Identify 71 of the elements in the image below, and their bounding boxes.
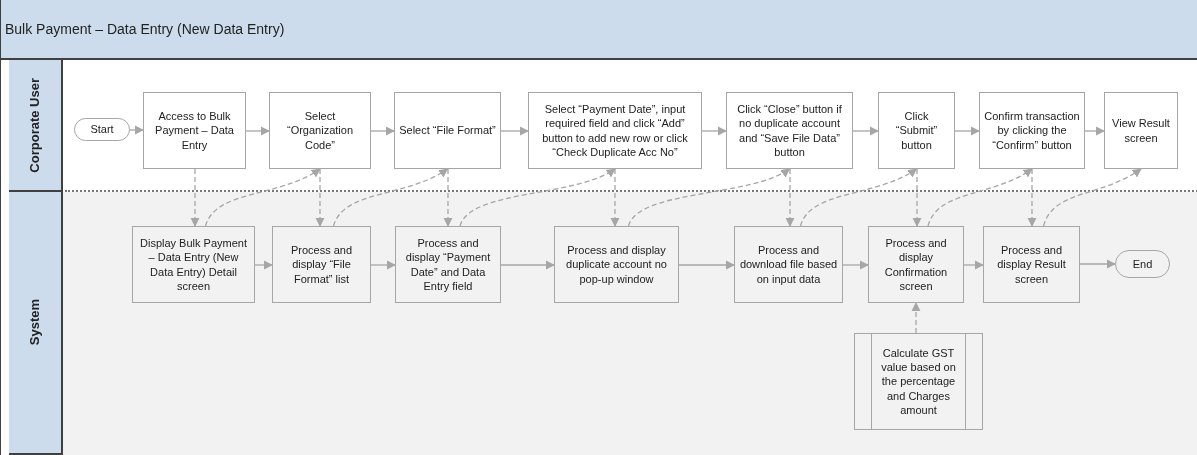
arrow: [954, 126, 980, 136]
step-text: Select “Payment Date”, input required field and click “Add” button to add new row or click “Check Duplicate Acc No”: [541, 101, 689, 160]
step-text: Process and display duplicate account no pop-up window: [565, 243, 668, 286]
step-text: Process and display Confirmation screen: [883, 235, 949, 294]
terminal-shape: [1115, 250, 1170, 278]
step-text: Bulk Payment – Data Entry (New Data Entry): [5, 19, 285, 39]
step-text: Corporate User: [26, 77, 44, 173]
arrow: [785, 168, 795, 227]
arrow: [204, 168, 321, 227]
step-text: Process and download file based on input data: [739, 243, 838, 286]
arrow: [370, 126, 395, 136]
step-text: End: [1132, 256, 1153, 272]
step-text: Select “Organization Code”: [285, 109, 354, 152]
process-box: [394, 92, 501, 169]
arrow: [852, 126, 879, 136]
step-text: Calculate GST value based on the percentage and Charges amount: [880, 345, 957, 418]
arrow: [254, 260, 273, 270]
arrow: [190, 168, 200, 227]
arrow: [500, 126, 529, 136]
arrow: [610, 168, 620, 227]
step-text: View Result screen: [1111, 116, 1171, 145]
arrow: [1042, 168, 1142, 227]
arrow: [701, 126, 727, 136]
process-box: [868, 226, 964, 303]
step-text: Click “Submit” button: [894, 109, 939, 152]
process-box: [554, 226, 679, 303]
process-box: [143, 92, 246, 169]
arrow: [1084, 126, 1105, 136]
arrow: [912, 168, 922, 227]
process-box: [269, 92, 371, 169]
arrow: [332, 168, 449, 227]
arrow: [129, 125, 144, 135]
arrow: [500, 260, 555, 270]
step-text: Select “File Format”: [399, 123, 496, 138]
arrow: [678, 260, 735, 270]
process-box: [979, 92, 1085, 169]
arrow: [245, 126, 270, 136]
process-box: [395, 226, 501, 303]
predefined-process-box: [854, 333, 983, 430]
step-text: Process and display “Payment Date” and Data Entry field: [404, 235, 492, 294]
step-text: Process and display “File Format” list: [289, 243, 354, 286]
process-box: [1104, 92, 1178, 169]
arrow: [963, 260, 984, 270]
step-text: System: [26, 299, 44, 346]
process-box: [272, 226, 371, 303]
swimlane: [9, 60, 1197, 192]
arrow: [1027, 168, 1037, 227]
process-box: [132, 226, 255, 303]
arrow: [459, 168, 616, 227]
terminal-shape: [74, 118, 130, 141]
step-text: Click “Close” button if no duplicate account and “Save File Data” button: [736, 101, 843, 160]
arrow: [1079, 259, 1116, 269]
arrow: [799, 168, 918, 227]
arrow: [627, 168, 791, 227]
process-box: [983, 226, 1080, 303]
process-box: [528, 92, 702, 169]
arrow: [911, 302, 921, 334]
arrow: [927, 168, 1033, 227]
arrow: [842, 260, 869, 270]
process-box: [734, 226, 843, 303]
step-text: Access to Bulk Payment – Data Entry: [154, 109, 235, 152]
swimlane: [9, 192, 1197, 455]
arrow: [443, 168, 453, 227]
step-text: Start: [90, 122, 114, 137]
step-text: Display Bulk Payment – Data Entry (New Data Entry) Detail screen: [139, 235, 248, 294]
process-box: [726, 92, 853, 169]
step-text: Confirm transaction by clicking the “Confirm” button: [984, 109, 1080, 152]
arrow: [315, 168, 325, 227]
process-box: [878, 92, 955, 169]
step-text: Process and display Result screen: [996, 243, 1067, 286]
arrow: [370, 260, 396, 270]
